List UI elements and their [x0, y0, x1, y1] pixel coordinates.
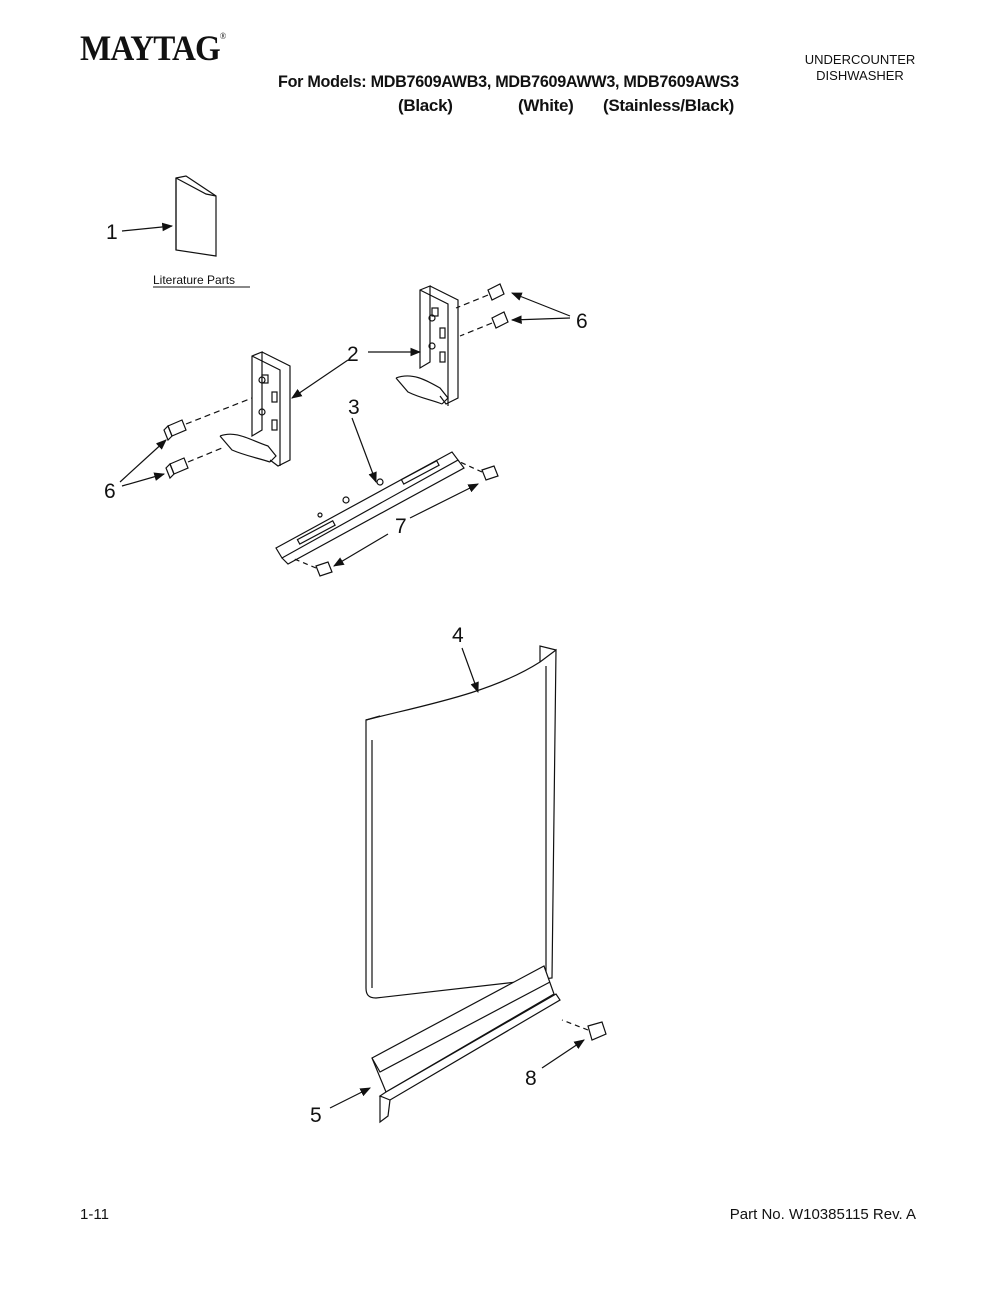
callout-6-left: 6 — [104, 480, 116, 503]
leader-6a — [119, 439, 167, 483]
callout-6-right: 6 — [576, 310, 588, 333]
callout-3: 3 — [348, 396, 360, 419]
callout-1: 1 — [106, 221, 118, 244]
leader-2b — [291, 359, 349, 399]
left-mounting-bracket — [219, 351, 291, 467]
literature-label: Literature Parts — [153, 273, 235, 287]
variant-black: (Black) — [398, 96, 453, 115]
callout-8: 8 — [525, 1067, 537, 1090]
right-mounting-bracket — [395, 285, 459, 406]
leader-6c — [510, 292, 571, 317]
leader-3 — [351, 417, 377, 484]
callout-2: 2 — [347, 343, 359, 366]
leader-5 — [329, 1087, 371, 1109]
callout-5: 5 — [310, 1104, 322, 1127]
models-line: For Models: MDB7609AWB3, MDB7609AWW3, MD… — [278, 72, 739, 91]
callout-7: 7 — [395, 515, 407, 538]
product-category: UNDERCOUNTER DISHWASHER — [790, 52, 930, 84]
leader-7a — [409, 483, 479, 519]
page-number: 1-11 — [80, 1206, 109, 1223]
part-number: Part No. W10385115 Rev. A — [729, 1206, 916, 1223]
brand-logo: MAYTAG® — [80, 28, 226, 68]
leader-7b — [333, 533, 389, 567]
category-line-2: DISHWASHER — [816, 68, 904, 83]
rail-screws — [291, 461, 499, 577]
literature-booklet — [175, 175, 217, 257]
screws-right — [455, 283, 509, 337]
mounting-rail — [275, 451, 465, 565]
door-panel — [365, 645, 557, 999]
leader-1 — [121, 222, 174, 232]
variant-white: (White) — [518, 96, 574, 115]
toe-panel — [371, 965, 561, 1124]
leader-6b — [121, 472, 166, 487]
toe-panel-screw — [561, 1019, 607, 1041]
leader-8 — [541, 1039, 585, 1069]
category-line-1: UNDERCOUNTER — [804, 52, 916, 67]
leader-6d — [510, 315, 571, 324]
callout-4: 4 — [452, 624, 464, 647]
variant-stainless: (Stainless/Black) — [603, 96, 734, 115]
leader-4 — [461, 647, 479, 694]
screws-left — [163, 397, 253, 480]
